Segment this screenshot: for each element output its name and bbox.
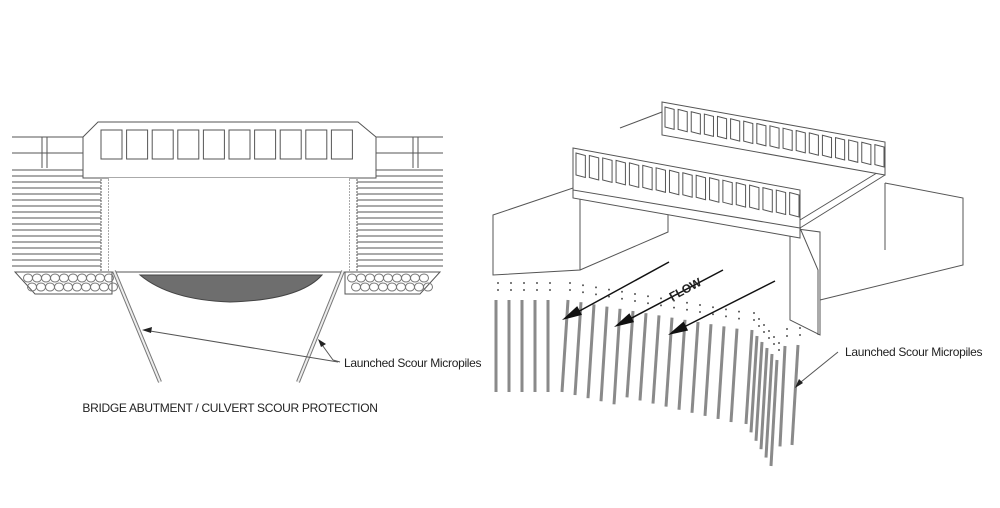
micropile: [778, 345, 787, 447]
parapet-panel: [151, 129, 174, 160]
parapet-panel: [177, 129, 200, 160]
culvert-opening: [109, 178, 349, 272]
micropile: [677, 319, 687, 410]
right-callout-label: Launched Scour Micropiles: [845, 345, 983, 359]
parapet-panel: [126, 129, 149, 160]
micropile: [599, 306, 609, 402]
right-abutment-wall: [348, 177, 358, 273]
riprap-left: [13, 271, 113, 295]
callout-leaders: [142, 327, 341, 363]
micropile: [729, 328, 739, 423]
left-callout-label: Launched Scour Micropiles: [344, 356, 482, 370]
back-parapet-panels: [664, 106, 885, 168]
micropile: [560, 299, 570, 393]
parapet-panel: [202, 129, 225, 160]
parapet-panels: [100, 129, 353, 160]
riprap: [13, 271, 442, 295]
left-diagram-title: BRIDGE ABUTMENT / CULVERT SCOUR PROTECTI…: [82, 401, 377, 415]
flow-arrow: [625, 269, 724, 322]
flow-arrows: [562, 261, 776, 335]
micropile: [625, 310, 635, 398]
side-rails: [12, 136, 443, 168]
parapet-panel: [330, 129, 353, 160]
micropile-array: [494, 299, 800, 467]
front-parapet: [572, 147, 801, 239]
micropile: [651, 315, 661, 404]
left-abutment-wall: [100, 177, 110, 273]
parapet-panel: [305, 129, 328, 160]
micropile: [749, 335, 759, 433]
pile-heads: [497, 282, 801, 351]
right-wingwall: [819, 182, 964, 301]
flow-arrow: [679, 280, 776, 330]
right-callout-leader: [795, 351, 839, 387]
micropile: [759, 347, 769, 450]
micropile: [754, 341, 764, 441]
deck-surface: [619, 111, 886, 229]
scour-hole: [138, 274, 324, 303]
front-parapet-panels: [575, 152, 800, 218]
micropile: [716, 326, 726, 420]
micropile: [790, 344, 800, 446]
parapet-panel: [254, 129, 277, 160]
micropile: [764, 353, 774, 458]
micropile: [744, 329, 754, 425]
micropile: [586, 304, 596, 399]
micropile: [638, 313, 648, 401]
micropile: [664, 317, 674, 407]
flow-arrow: [573, 261, 670, 315]
bridge-isometric: FLOW Launched Scour Micropiles: [492, 101, 983, 467]
parapet-panel: [279, 129, 302, 160]
micropile: [769, 359, 779, 467]
embankment-hatching: [12, 169, 443, 267]
micropile: [573, 302, 583, 396]
flow-label: FLOW: [667, 275, 705, 304]
parapet-panel: [100, 129, 123, 160]
parapet-panel: [228, 129, 251, 160]
bridge-elevation: Launched Scour Micropiles BRIDGE ABUTMEN…: [12, 121, 482, 415]
micropile: [703, 324, 713, 416]
right-abutment: [789, 227, 821, 336]
micropile: [690, 321, 700, 413]
